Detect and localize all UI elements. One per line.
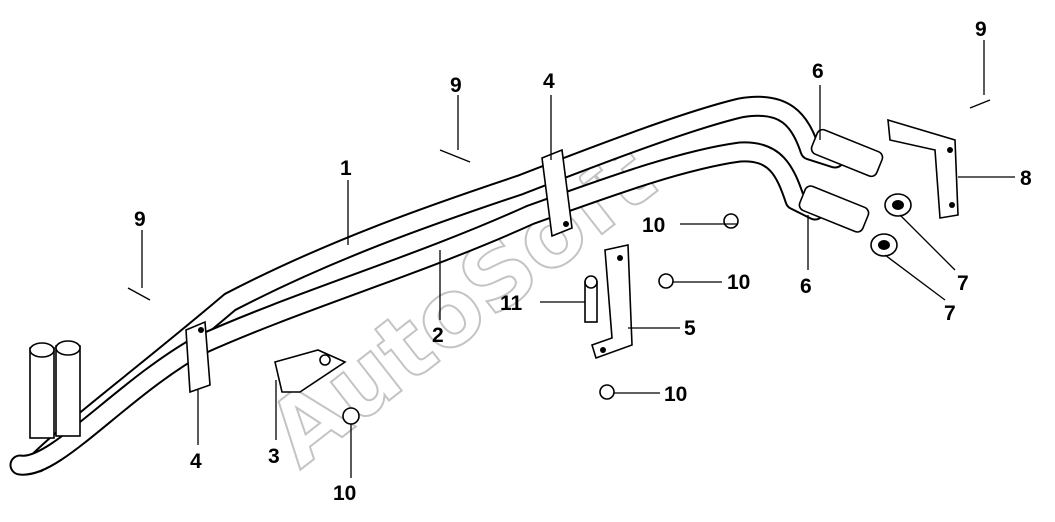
callout-6-lower: 6 [800, 275, 812, 298]
callouts: 1 2 3 4 4 5 6 6 7 7 8 9 9 9 10 10 10 10 … [134, 18, 1032, 505]
bolt-9-left [127, 287, 151, 301]
hose-sleeve-lower [798, 185, 870, 233]
callout-7-lower: 7 [944, 302, 956, 325]
callout-5: 5 [684, 317, 696, 340]
clamp-centre [541, 148, 573, 238]
callout-10-centre: 10 [727, 271, 750, 294]
left-stub-front [29, 347, 55, 439]
pipe-assembly [9, 95, 912, 476]
callout-4-left: 4 [190, 450, 202, 473]
hardware [127, 99, 991, 425]
callout-6-upper: 6 [812, 60, 824, 83]
bracket-8 [887, 118, 959, 219]
bolt-9-centre [439, 149, 471, 163]
callout-9-right: 9 [975, 18, 987, 41]
callout-9-left: 9 [134, 208, 146, 231]
callout-1: 1 [340, 157, 352, 180]
callout-10-right: 10 [642, 214, 665, 237]
callout-11: 11 [500, 292, 523, 315]
callout-2: 2 [432, 324, 444, 347]
clamp-left [185, 320, 211, 394]
hose-sleeve-upper [810, 128, 884, 178]
nut-10-bottom-left [342, 407, 360, 425]
callout-10-bottom: 10 [664, 383, 687, 406]
callout-4-centre: 4 [543, 70, 555, 93]
callout-8: 8 [1020, 167, 1032, 190]
nut-10-bottom [599, 384, 615, 400]
nut-10-right [723, 213, 739, 229]
callout-9-centre: 9 [450, 74, 462, 97]
callout-10-bottom-left: 10 [333, 482, 356, 505]
nut-10-centre [658, 273, 674, 289]
leader-lines [141, 40, 1015, 478]
left-stub-rear [55, 345, 81, 437]
bolt-9-right [969, 99, 991, 109]
callout-3: 3 [268, 445, 280, 468]
callout-7-upper: 7 [957, 272, 969, 295]
bracket-5 [591, 244, 633, 360]
